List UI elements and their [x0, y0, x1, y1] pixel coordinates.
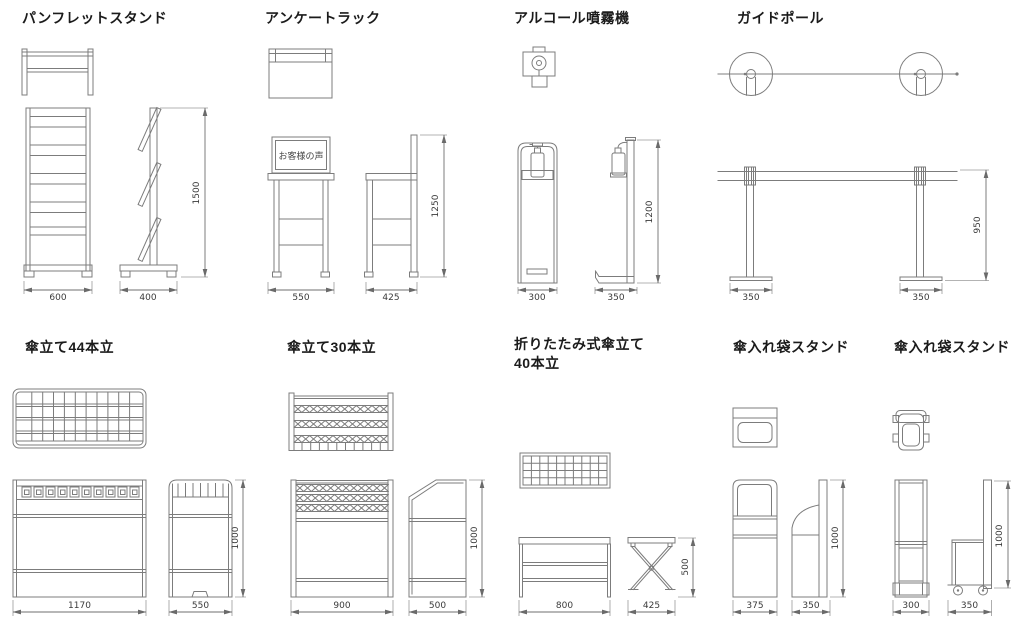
- dim-depth: 350: [607, 293, 624, 303]
- dim-depth: 550: [192, 601, 209, 611]
- umbrella-bag-stand-2-dimensions: 300 350 1000: [892, 480, 1011, 616]
- title-survey-rack: アンケートラック: [265, 10, 381, 26]
- survey-rack-top-view: [268, 48, 333, 99]
- guide-pole-front-view: [717, 166, 958, 281]
- dim-width: 1170: [68, 601, 91, 611]
- guide-pole-drawing: 350 350 950: [717, 52, 989, 303]
- folding-umbrella-stand-side-view: [627, 537, 676, 591]
- guide-pole-dimensions: 350 350 950: [729, 169, 989, 303]
- dim-height: 1200: [645, 200, 655, 223]
- umbrella-bag-stand-2-side-view: [947, 479, 992, 596]
- umbrella-bag-stand-1-side-view: [791, 479, 828, 598]
- dim-width: 300: [528, 293, 545, 303]
- umbrella-stand-44-dimensions: 1170 550 1000: [12, 479, 246, 616]
- umbrella-bag-stand-2-front-view: [892, 479, 930, 598]
- title-guide-pole: ガイドポール: [737, 10, 824, 26]
- pamphlet-stand-top-view: [21, 48, 94, 96]
- dim-height: 1000: [831, 526, 841, 549]
- title-umbrella-stand-44: 傘立て44本立: [25, 339, 115, 355]
- pamphlet-stand-side-view: [119, 106, 178, 278]
- folding-umbrella-stand-top-view: [519, 452, 611, 489]
- dim-depth: 425: [382, 293, 399, 303]
- alcohol-sprayer-dimensions: 300 350 1200: [517, 139, 661, 303]
- alcohol-sprayer-front-view: [517, 142, 558, 284]
- sign-text: お客様の声: [278, 150, 323, 162]
- umbrella-bag-stand-2-top-view: [892, 410, 930, 451]
- dim-width: 900: [333, 601, 350, 611]
- folding-umbrella-stand-drawing: 800 425 500: [518, 452, 696, 616]
- dim-height: 950: [973, 216, 983, 233]
- dim-width: 800: [556, 601, 573, 611]
- folding-umbrella-stand-front-view: [518, 537, 611, 598]
- dim-width: 550: [292, 293, 309, 303]
- title-umbrella-stand-30: 傘立て30本立: [287, 339, 377, 355]
- dim-width: 600: [49, 293, 66, 303]
- dim-width: 375: [746, 601, 763, 611]
- title-pamphlet-stand: パンフレットスタンド: [22, 10, 168, 26]
- dim-height: 500: [681, 558, 691, 575]
- title-folding-umbrella-stand-line2: 40本立: [514, 355, 560, 371]
- dim-height: 1250: [431, 194, 441, 217]
- dim-height: 1000: [470, 526, 480, 549]
- guide-pole-top-view: [717, 52, 959, 96]
- pamphlet-stand-drawing: 600 400 1500: [21, 48, 208, 303]
- folding-umbrella-stand-dimensions: 800 425 500: [518, 537, 696, 616]
- survey-rack-side-view: [364, 134, 419, 278]
- dim-height: 1000: [231, 526, 241, 549]
- umbrella-stand-44-side-view: [168, 479, 233, 598]
- umbrella-bag-stand-1-dimensions: 375 350 1000: [732, 479, 846, 616]
- dim-base1: 350: [742, 293, 759, 303]
- dim-depth: 350: [802, 601, 819, 611]
- umbrella-stand-30-drawing: 900 500 1000: [288, 392, 485, 616]
- dim-depth: 350: [961, 601, 978, 611]
- umbrella-stand-30-front-view: [290, 479, 394, 598]
- survey-rack-front-view: [267, 136, 335, 278]
- alcohol-sprayer-top-view: [522, 46, 556, 88]
- survey-rack-dimensions: 550 425 1250: [267, 134, 447, 303]
- dim-height: 1000: [995, 524, 1005, 547]
- title-folding-umbrella-stand-line1: 折りたたみ式傘立て: [514, 336, 645, 352]
- dim-width: 300: [902, 601, 919, 611]
- umbrella-stand-30-dimensions: 900 500 1000: [290, 479, 485, 616]
- alcohol-sprayer-drawing: 300 350 1200: [517, 46, 661, 303]
- dim-height: 1500: [192, 181, 202, 204]
- alcohol-sprayer-side-view: [594, 137, 636, 284]
- dim-depth: 400: [139, 293, 156, 303]
- title-umbrella-bag-stand-1: 傘入れ袋スタンド: [733, 339, 849, 355]
- title-alcohol-sprayer: アルコール噴霧機: [514, 10, 630, 26]
- umbrella-bag-stand-1-front-view: [732, 479, 778, 598]
- survey-rack-drawing: お客様の声 550 425 1250: [267, 48, 447, 303]
- umbrella-stand-30-top-view: [288, 392, 394, 451]
- umbrella-bag-stand-1-drawing: 375 350 1000: [732, 407, 846, 616]
- umbrella-stand-30-side-view: [408, 479, 467, 598]
- pamphlet-stand-dimensions: 600 400 1500: [23, 107, 208, 303]
- title-umbrella-bag-stand-2: 傘入れ袋スタンド: [894, 339, 1010, 355]
- pamphlet-stand-front-view: [23, 107, 93, 278]
- dim-base2: 350: [912, 293, 929, 303]
- dim-depth: 425: [643, 601, 660, 611]
- dim-depth: 500: [429, 601, 446, 611]
- umbrella-stand-44-top-view: [12, 388, 147, 449]
- umbrella-stand-44-front-view: [12, 479, 147, 598]
- umbrella-stand-44-drawing: 1170 550 1000: [12, 388, 246, 616]
- umbrella-bag-stand-2-drawing: 300 350 1000: [892, 410, 1011, 616]
- umbrella-bag-stand-1-top-view: [732, 407, 778, 448]
